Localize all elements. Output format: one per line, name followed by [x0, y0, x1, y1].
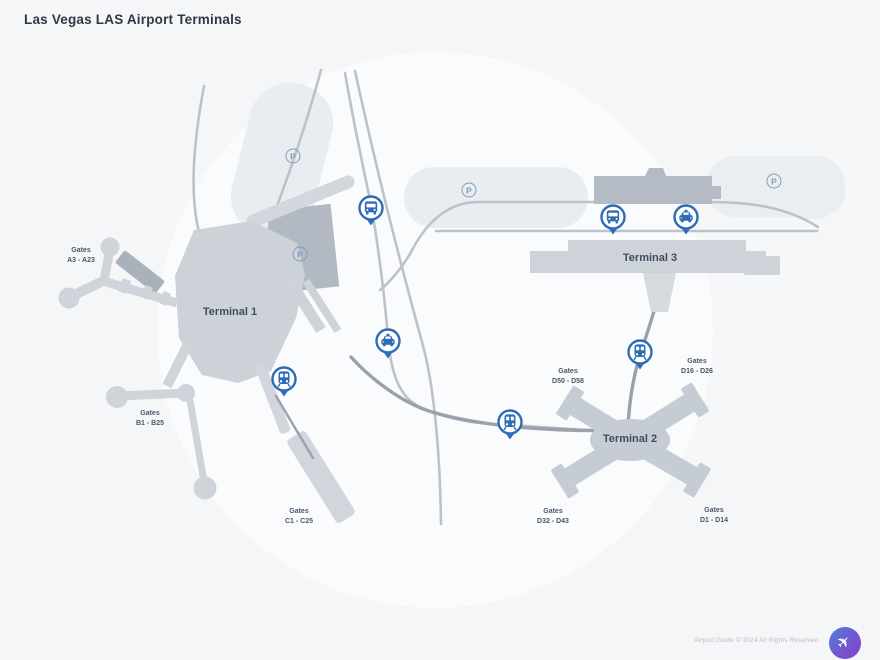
pin-pointer [366, 219, 376, 226]
taxi-stand-pin[interactable] [375, 328, 401, 359]
terminal-2-building [551, 382, 711, 499]
terminal-1-body [175, 221, 305, 383]
parking-lot-area [404, 167, 588, 228]
gates-a-satellite [58, 237, 179, 309]
gate-pod [193, 476, 217, 500]
train-icon [277, 371, 291, 388]
gate-pod [106, 386, 128, 408]
road [353, 69, 443, 526]
gates-d1-label: Gates D1 - D14 [700, 506, 728, 526]
gate-pod [58, 287, 80, 309]
taxi-stand-pin[interactable] [673, 204, 699, 235]
gates-label-word: Gates [543, 508, 563, 516]
garage-block [594, 176, 712, 204]
parking-lot-area [779, 167, 845, 219]
terminal-2-arm-tip [683, 462, 711, 498]
terminal-3-parking-garage [594, 168, 721, 204]
pin-pointer [635, 363, 645, 370]
pin-pointer [383, 352, 393, 359]
terminal-2-label: Terminal 2 [602, 433, 658, 445]
gates-label-word: Gates [71, 247, 91, 255]
gates-c-concourse [255, 364, 355, 523]
gates-d50-label: Gates D50 - D58 [552, 367, 584, 387]
bus-stop-pin[interactable] [600, 204, 626, 235]
corridor-segment [159, 291, 171, 306]
gates-label-word: Gates [704, 507, 724, 515]
bus-stop-pin[interactable] [358, 195, 384, 226]
terminal-2-arm-tip [556, 385, 584, 421]
gate-pod [177, 384, 195, 402]
train-icon [633, 344, 647, 361]
terminal-3-building [530, 240, 780, 312]
gates-label-word: Gates [140, 410, 160, 418]
gates-label-range: A3 - A23 [67, 257, 95, 264]
train-station-pin[interactable] [271, 366, 297, 397]
gates-label-range: D16 - D26 [681, 368, 713, 375]
gates-d32-label: Gates D32 - D43 [537, 507, 569, 527]
parking-icon[interactable]: P [461, 182, 477, 198]
taxi-icon [679, 209, 693, 223]
bus-icon [364, 201, 378, 215]
corridor-segment [118, 278, 131, 294]
gates-label-range: D32 - D43 [537, 518, 569, 525]
airport-building [115, 250, 165, 294]
parking-icon[interactable]: P [766, 173, 782, 189]
footer-copyright: Airport Guide © 2024 All Rights Reserved… [694, 637, 820, 644]
terminal-3-stem [643, 273, 676, 312]
gates-label-word: Gates [289, 508, 309, 516]
page-title: Las Vegas LAS Airport Terminals [24, 12, 242, 27]
gates-a-label: Gates A3 - A23 [67, 246, 95, 266]
parking-icon[interactable]: P [285, 148, 301, 164]
train-icon [503, 414, 517, 431]
terminal-3-block [568, 240, 746, 254]
terminal-1-ramp [283, 275, 326, 333]
terminal-3-block [530, 251, 766, 273]
satellite-arm [186, 399, 208, 483]
parking-icon[interactable]: P [292, 246, 308, 262]
pin-pointer [279, 390, 289, 397]
gates-label-range: B1 - B25 [135, 420, 165, 427]
taxi-icon [381, 333, 395, 347]
gates-label-range: C1 - C25 [284, 518, 314, 525]
pin-pointer [681, 228, 691, 235]
gate-pod [100, 237, 120, 257]
gates-c-label: Gates C1 - C25 [285, 507, 313, 527]
terminal-2-arm-tip [681, 382, 709, 418]
terminal-1-connector [246, 175, 355, 228]
gates-label-word: Gates [558, 368, 578, 376]
pin-pointer [608, 228, 618, 235]
terminal-1-ramp [302, 278, 342, 334]
gates-b-satellite [106, 341, 217, 500]
road [274, 394, 315, 460]
satellite-arm [118, 388, 187, 401]
gates-label-range: D50 - D58 [552, 378, 584, 385]
train-station-pin[interactable] [627, 339, 653, 370]
bus-icon [606, 210, 620, 224]
concourse-strip [255, 364, 291, 434]
road [349, 355, 630, 433]
satellite-arm [162, 341, 193, 389]
road [378, 252, 412, 292]
gates-b-label: Gates B1 - B25 [136, 409, 164, 429]
terminal-2-center [590, 419, 670, 461]
pin-pointer [505, 433, 515, 440]
garage-block [712, 186, 721, 199]
terminal-1-building [175, 175, 355, 383]
gates-label-range: D1 - D14 [699, 517, 729, 524]
concourse-strip [287, 431, 355, 523]
train-station-pin[interactable] [497, 409, 523, 440]
gates-label-word: Gates [687, 358, 707, 366]
corridor-segment [141, 285, 153, 300]
terminal-3-block [744, 256, 780, 275]
terminal-2-arm-tip [551, 463, 579, 499]
terminal-3-label: Terminal 3 [622, 252, 678, 264]
gates-d16-label: Gates D16 - D26 [681, 357, 713, 377]
garage-roof-notch [645, 168, 666, 176]
airplane-icon: ✈ [833, 631, 856, 654]
airport-guide-logo[interactable]: ✈ [829, 627, 861, 659]
terminal-1-label: Terminal 1 [202, 306, 258, 318]
